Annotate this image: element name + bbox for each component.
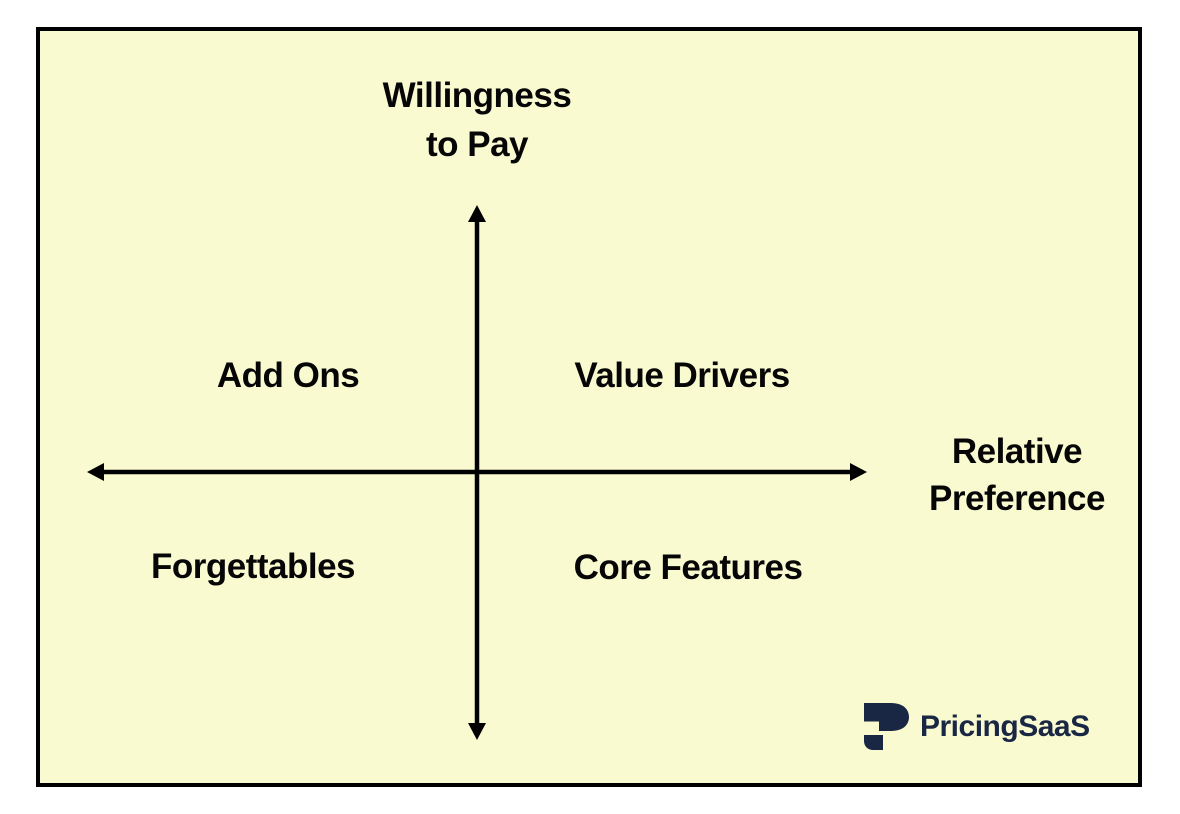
pricingsaas-logo-text: PricingSaaS (920, 709, 1090, 743)
quadrant-label-core-features: Core Features (573, 548, 803, 587)
pricingsaas-logo-icon (864, 703, 909, 750)
x-axis-title-line2: Preference (929, 479, 1105, 518)
quadrant-label-forgettables: Forgettables (150, 547, 356, 586)
y-axis-title-line2: to Pay (425, 125, 529, 164)
diagram-panel (36, 27, 1142, 787)
x-axis-title: Relative Preference (929, 428, 1105, 522)
y-axis-title: Willingness to Pay (383, 71, 572, 169)
quadrant-label-add-ons: Add Ons (216, 356, 360, 395)
x-axis-title-line1: Relative (951, 432, 1083, 471)
quadrant-label-value-drivers: Value Drivers (574, 356, 790, 395)
y-axis-title-line1: Willingness (382, 76, 572, 115)
pricingsaas-logo: PricingSaaS (864, 703, 1090, 750)
